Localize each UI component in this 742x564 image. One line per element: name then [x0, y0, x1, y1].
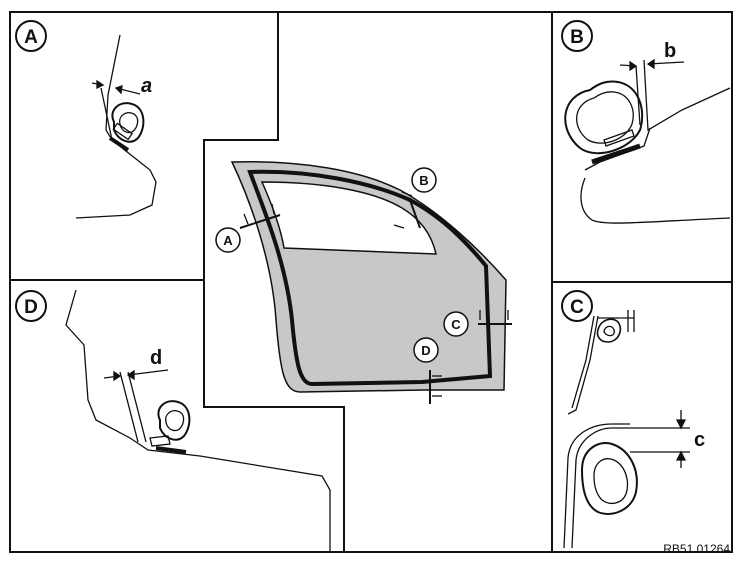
circle-label-b: B — [561, 20, 593, 52]
svg-text:C: C — [570, 297, 584, 318]
svg-text:A: A — [223, 233, 233, 248]
panel-b — [564, 58, 731, 224]
door-callout-c: C — [443, 311, 469, 337]
reference-code: RB51 01264 — [663, 542, 730, 556]
dim-label-c: c — [694, 429, 705, 451]
door-callout-markers — [239, 191, 512, 404]
circle-label-c: C — [561, 290, 593, 322]
door-panel — [230, 161, 507, 393]
dim-label-b: b — [664, 40, 676, 62]
svg-text:D: D — [24, 297, 38, 318]
circle-label-d: D — [15, 290, 47, 322]
dim-label-d: d — [150, 347, 162, 369]
circle-label-a: A — [15, 20, 47, 52]
svg-text:D: D — [421, 343, 430, 358]
door-callout-b: B — [411, 167, 437, 193]
door-callout-d: D — [413, 337, 439, 363]
door-callout-a: A — [215, 227, 241, 253]
panel-c — [563, 310, 690, 549]
svg-text:C: C — [451, 317, 461, 332]
dim-label-a: a — [141, 75, 152, 97]
svg-text:B: B — [570, 27, 584, 48]
panel-d — [65, 289, 331, 552]
svg-text:A: A — [24, 27, 38, 48]
panel-frame — [9, 11, 733, 553]
svg-text:B: B — [419, 173, 428, 188]
panel-a — [75, 34, 157, 219]
